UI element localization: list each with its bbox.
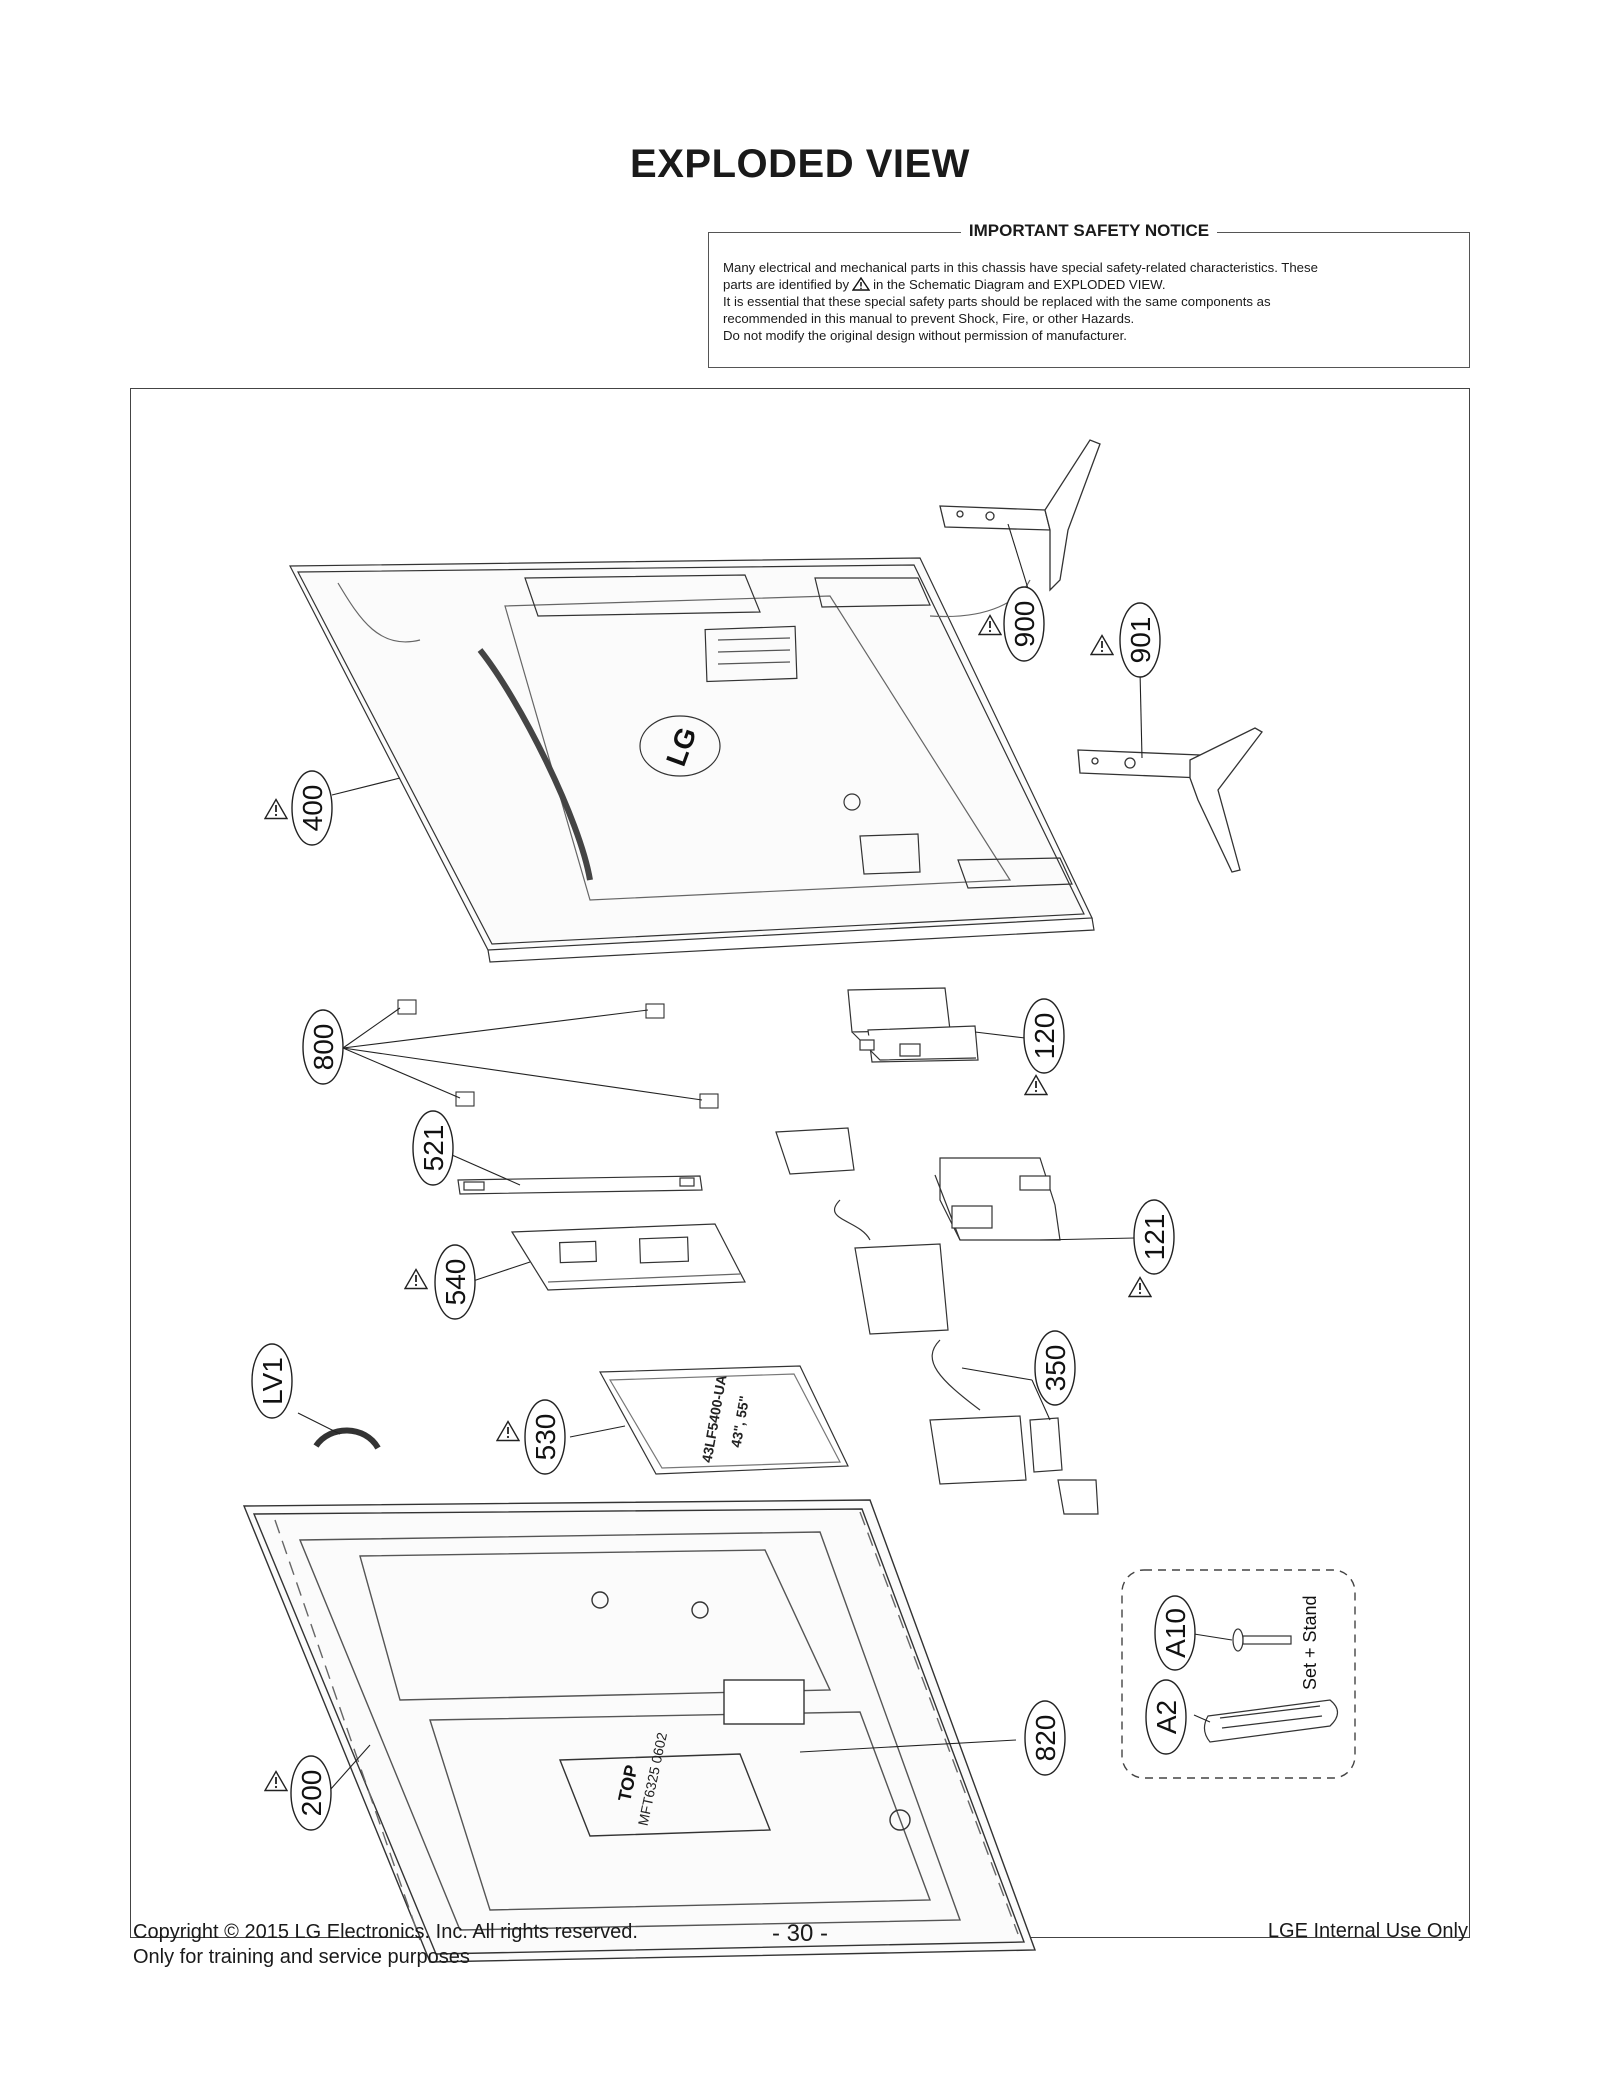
callout-900: 900 xyxy=(1003,586,1045,662)
callout-121: 121 xyxy=(1133,1199,1175,1275)
safety-notice-box: IMPORTANT SAFETY NOTICE Many electrical … xyxy=(708,221,1470,368)
warning-triangle-icon xyxy=(264,798,288,820)
callout-530-label: 530 xyxy=(530,1414,561,1461)
callout-800: 800 xyxy=(302,1009,344,1085)
warning-triangle-icon xyxy=(978,614,1002,636)
stand-right-part xyxy=(1077,727,1263,873)
back-cover-part xyxy=(289,557,1095,963)
callout-900-label: 900 xyxy=(1009,601,1040,648)
callout-820: 820 xyxy=(1024,1700,1066,1776)
callout-820-label: 820 xyxy=(1030,1715,1061,1762)
callout-A2-label: A2 xyxy=(1151,1700,1182,1734)
notice-line-4: recommended in this manual to prevent Sh… xyxy=(723,311,1135,326)
warning-triangle-icon xyxy=(264,1770,288,1792)
callout-A10-label: A10 xyxy=(1160,1608,1191,1658)
callout-540: 540 xyxy=(434,1244,476,1320)
remote-a2-part xyxy=(1203,1699,1339,1743)
page-title: EXPLODED VIEW xyxy=(630,142,970,186)
warning-triangle-icon xyxy=(1128,1276,1152,1298)
warning-triangle-icon xyxy=(1024,1074,1048,1096)
warning-triangle-icon xyxy=(404,1268,428,1290)
main-board-part xyxy=(510,1223,746,1291)
callout-521-label: 521 xyxy=(418,1125,449,1172)
notice-line-1: Many electrical and mechanical parts in … xyxy=(723,260,1318,275)
warning-triangle-icon xyxy=(496,1420,520,1442)
callout-121-label: 121 xyxy=(1139,1214,1170,1261)
safety-notice-body: Many electrical and mechanical parts in … xyxy=(723,259,1455,344)
callout-LV1-label: LV1 xyxy=(257,1357,288,1405)
power-board-part xyxy=(934,1157,1061,1241)
screw-a10-part xyxy=(1232,1628,1292,1652)
callout-400-label: 400 xyxy=(297,785,328,832)
callout-350-label: 350 xyxy=(1040,1345,1071,1392)
warning-triangle-icon xyxy=(852,277,871,291)
notice-line-2: parts are identified by in the Schematic … xyxy=(723,276,1455,293)
callout-120-label: 120 xyxy=(1029,1013,1060,1060)
copyright-text: Copyright © 2015 LG Electronics. Inc. Al… xyxy=(133,1921,638,1943)
callout-A10: A10 xyxy=(1154,1595,1196,1671)
callout-901-label: 901 xyxy=(1125,617,1156,664)
safety-notice-heading: IMPORTANT SAFETY NOTICE xyxy=(960,221,1218,240)
safety-notice-heading-wrap: IMPORTANT SAFETY NOTICE xyxy=(709,221,1469,241)
warning-triangle-icon xyxy=(1090,634,1114,656)
callout-120: 120 xyxy=(1023,998,1065,1074)
notice-line-5: Do not modify the original design withou… xyxy=(723,328,1127,343)
callout-350: 350 xyxy=(1034,1330,1076,1406)
callout-200: 200 xyxy=(290,1755,332,1831)
callout-530: 530 xyxy=(524,1399,566,1475)
panel-sheet-part xyxy=(599,1365,849,1475)
set-stand-label: Set + Stand xyxy=(1300,1595,1320,1690)
speaker-module-part xyxy=(847,987,979,1063)
footer-left: Copyright © 2015 LG Electronics. Inc. Al… xyxy=(133,1920,638,1970)
front-chassis-part xyxy=(242,1499,1036,1963)
training-text: Only for training and service purposes xyxy=(133,1946,470,1968)
board-bracket-part xyxy=(457,1175,703,1195)
notice-line-3: It is essential that these special safet… xyxy=(723,294,1271,309)
callout-800-label: 800 xyxy=(308,1024,339,1071)
lvds-cable-part xyxy=(313,1427,381,1450)
notice-line-2-start: parts are identified by xyxy=(723,277,850,292)
callout-400: 400 xyxy=(291,770,333,846)
page-number: - 30 - xyxy=(771,1920,828,1947)
notice-line-2-end: in the Schematic Diagram and EXPLODED VI… xyxy=(873,277,1166,292)
callout-A2: A2 xyxy=(1145,1679,1187,1755)
bracket-assembly-part xyxy=(775,1127,1099,1515)
callout-521: 521 xyxy=(412,1110,454,1186)
leader-lines xyxy=(297,523,1233,1791)
callout-901: 901 xyxy=(1119,602,1161,678)
callout-540-label: 540 xyxy=(440,1259,471,1306)
screw-set-part xyxy=(397,999,719,1109)
callout-LV1: LV1 xyxy=(251,1343,293,1419)
stand-left-part xyxy=(939,439,1101,592)
internal-use-label: LGE Internal Use Only xyxy=(1267,1920,1468,1942)
callout-200-label: 200 xyxy=(296,1770,327,1817)
